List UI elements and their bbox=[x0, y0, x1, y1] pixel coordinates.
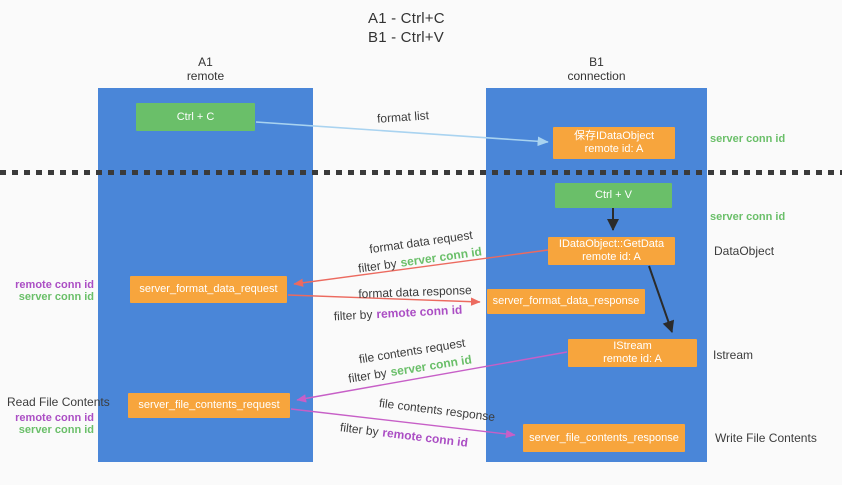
lane-a1-name: A1 bbox=[198, 55, 213, 69]
node-format-data-request-label: server_format_data_request bbox=[139, 283, 278, 295]
node-istream-line2: remote id: A bbox=[603, 353, 662, 365]
filter-by-text: filter by bbox=[347, 365, 388, 386]
annotation-file-server-conn-id: server conn id bbox=[18, 424, 94, 436]
lane-header-b1: B1 connection bbox=[486, 55, 707, 83]
diagram-title: A1 - Ctrl+C B1 - Ctrl+V bbox=[368, 9, 445, 47]
node-istream-line1: IStream bbox=[613, 340, 652, 352]
annotation-format-server-conn-id: server conn id bbox=[18, 291, 94, 303]
format-list-text: format list bbox=[376, 108, 430, 126]
edge-label-file-contents-response: file contents response bbox=[378, 396, 496, 424]
lane-a1-subtitle: remote bbox=[186, 69, 225, 83]
node-ctrl-c-label: Ctrl + C bbox=[176, 110, 215, 123]
filter-by-text: filter by bbox=[357, 256, 398, 276]
edge-label-format-data-response: format data response bbox=[358, 283, 472, 301]
node-save-dataobject-line2: remote id: A bbox=[584, 143, 644, 155]
node-server-file-contents-request: server_file_contents_request bbox=[128, 393, 290, 418]
annotation-read-file-contents: Read File Contents bbox=[7, 395, 110, 409]
lane-b1-name: B1 bbox=[589, 55, 604, 69]
annotation-file-remote-conn-id: remote conn id bbox=[15, 412, 94, 424]
node-format-data-response-label: server_format_data_response bbox=[492, 295, 640, 307]
node-getdata-line2: remote id: A bbox=[582, 251, 641, 263]
node-file-contents-response-label: server_file_contents_response bbox=[529, 431, 679, 444]
annotation-server-conn-id-mid: server conn id bbox=[710, 211, 786, 223]
machine-boundary-dotted-line bbox=[0, 170, 842, 175]
annotation-server-conn-id-top: server conn id bbox=[710, 133, 786, 145]
node-istream: IStream remote id: A bbox=[568, 339, 697, 367]
node-save-dataobject: 保存IDataObject remote id: A bbox=[553, 127, 675, 159]
title-line-1: A1 - Ctrl+C bbox=[368, 10, 445, 27]
node-server-file-contents-response: server_file_contents_response bbox=[523, 424, 685, 452]
title-line-2: B1 - Ctrl+V bbox=[368, 29, 444, 46]
annotation-format-conn-ids: remote conn id server conn id bbox=[0, 280, 94, 304]
annotation-istream: Istream bbox=[713, 348, 754, 362]
lane-b1-subtitle: connection bbox=[567, 69, 626, 83]
file-contents-response-text: file contents response bbox=[378, 395, 496, 425]
remote-conn-id-key: remote conn id bbox=[381, 425, 469, 450]
node-getdata-line1: IDataObject::GetData bbox=[558, 238, 665, 250]
edge-label-format-list: format list bbox=[377, 108, 430, 126]
node-ctrl-v-label: Ctrl + V bbox=[595, 189, 632, 201]
node-save-dataobject-line1: 保存IDataObject bbox=[573, 130, 655, 142]
lane-header-a1: A1 remote bbox=[98, 55, 313, 83]
node-server-format-data-request: server_format_data_request bbox=[130, 276, 287, 303]
filter-by-text: filter by bbox=[339, 420, 380, 439]
node-idataobject-getdata: IDataObject::GetData remote id: A bbox=[548, 237, 675, 265]
annotation-dataobject: DataObject bbox=[714, 244, 775, 258]
node-server-format-data-response: server_format_data_response bbox=[487, 289, 645, 314]
annotation-format-remote-conn-id: remote conn id bbox=[15, 279, 94, 291]
remote-conn-id-key: remote conn id bbox=[375, 302, 463, 322]
annotation-file-conn-ids: remote conn id server conn id bbox=[0, 413, 94, 437]
node-ctrl-c: Ctrl + C bbox=[136, 103, 255, 131]
format-data-response-text: format data response bbox=[358, 283, 472, 301]
annotation-write-file-contents: Write File Contents bbox=[715, 431, 817, 445]
filter-by-text: filter by bbox=[333, 307, 373, 324]
node-ctrl-v: Ctrl + V bbox=[555, 183, 672, 208]
node-file-contents-request-label: server_file_contents_request bbox=[138, 399, 280, 411]
